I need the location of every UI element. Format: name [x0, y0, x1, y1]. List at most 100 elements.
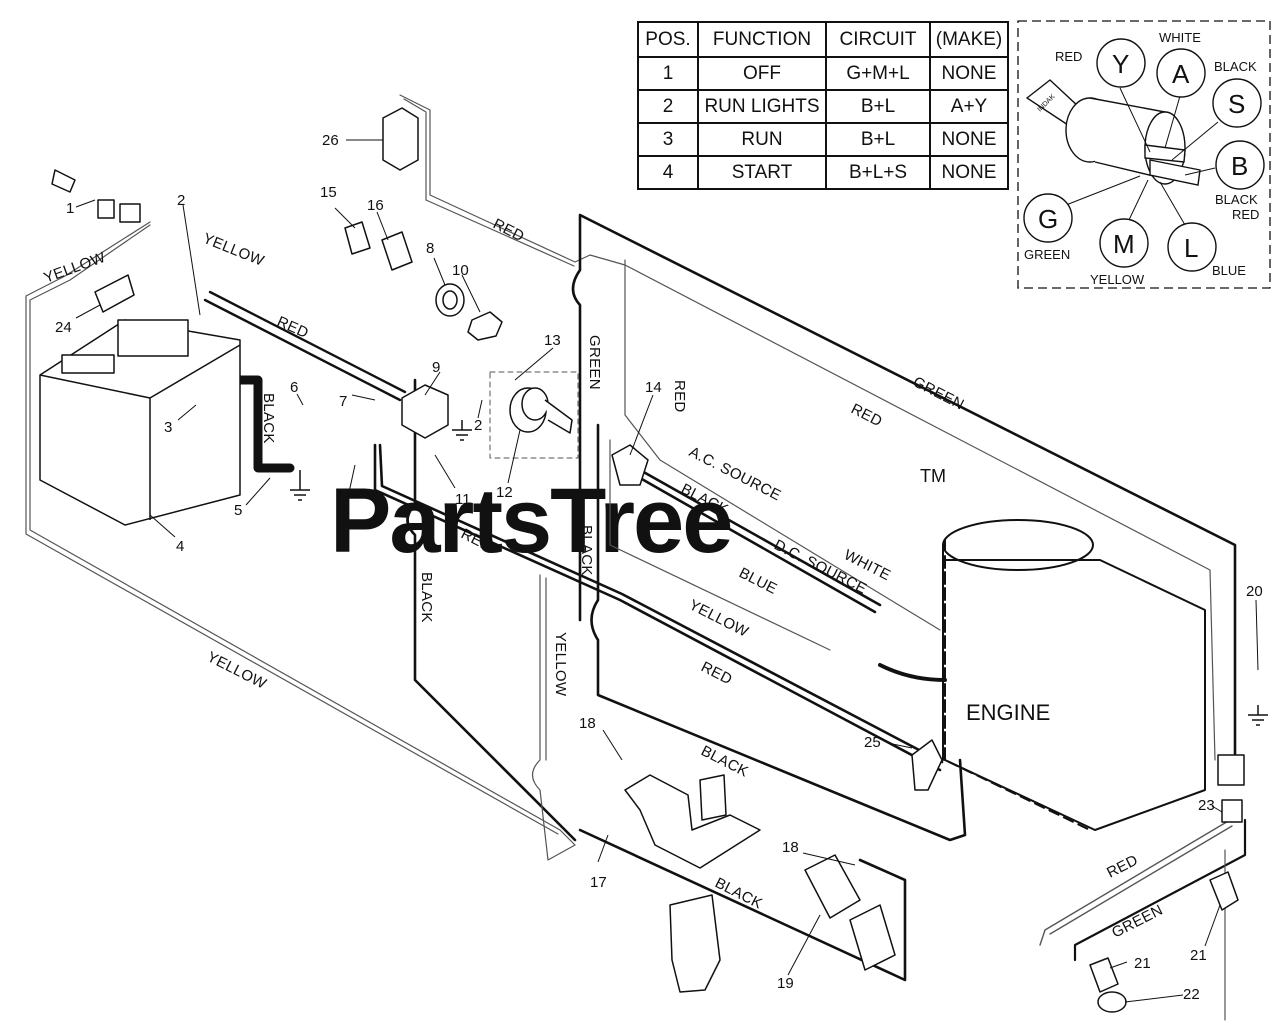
callout-14: 14: [645, 379, 662, 396]
wire-black-center: [590, 423, 967, 842]
label-yellow-5: YELLOW: [204, 648, 270, 693]
terminal-color-L: BLUE: [1212, 263, 1246, 278]
wire-black-left: [406, 378, 577, 842]
table-header-row: POS. FUNCTION CIRCUIT (MAKE): [637, 21, 1009, 58]
wire-white: [624, 259, 941, 631]
wire-red-engine: [373, 443, 942, 772]
switch-function-table: POS. FUNCTION CIRCUIT (MAKE) 1 OFF G+M+L…: [637, 21, 1009, 190]
cell-circuit: B+L: [825, 89, 931, 124]
terminal-21-left: [1089, 957, 1119, 993]
cell-function: RUN LIGHTS: [697, 89, 827, 124]
part-25: [911, 739, 943, 791]
wire-yellow-outer: [29, 224, 576, 846]
engine-label: ENGINE: [966, 700, 1050, 725]
terminal-color-B1: BLACK: [1215, 192, 1258, 207]
table-row: 1 OFF G+M+L NONE: [637, 56, 1009, 91]
wire-ac-source: [638, 468, 882, 607]
callout-19: 19: [777, 975, 794, 992]
callout-18b: 18: [782, 839, 799, 856]
callout-leaders: [75, 139, 1259, 1003]
terminal-B: B: [1231, 151, 1248, 181]
cell-pos: 3: [637, 122, 699, 157]
callout-6: 6: [290, 379, 298, 396]
terminal-color-M: YELLOW: [1090, 272, 1145, 287]
cell-function: RUN: [697, 122, 827, 157]
callout-15: 15: [320, 184, 337, 201]
wire-red-battery: [203, 298, 402, 402]
callout-12: 12: [496, 484, 513, 501]
label-yellow-4: YELLOW: [552, 632, 569, 697]
table-row: 4 START B+L+S NONE: [637, 155, 1009, 190]
trademark: TM: [920, 466, 946, 486]
wire-black-bottom: [578, 828, 907, 982]
callout-18a: 18: [579, 715, 596, 732]
header-circuit: CIRCUIT: [825, 21, 931, 58]
callout-10: 10: [452, 262, 469, 279]
bracket-bottom: [669, 894, 721, 993]
label-green-1: GREEN: [586, 335, 603, 390]
terminal-color-G: GREEN: [1024, 247, 1070, 262]
wire-black-battery: [227, 375, 295, 473]
part-24: [94, 274, 135, 313]
table-row: 2 RUN LIGHTS B+L A+Y: [637, 89, 1009, 124]
part-14: [611, 444, 649, 486]
terminal-S: S: [1228, 89, 1245, 119]
ignition-key-inset: INDAK Y A S B L M G RED WHITE B: [1017, 20, 1271, 289]
callout-20: 20: [1246, 583, 1263, 600]
callout-9: 9: [432, 359, 440, 376]
cell-pos: 1: [637, 56, 699, 91]
callout-17: 17: [590, 874, 607, 891]
solenoid-9: [401, 384, 449, 439]
cell-make: NONE: [929, 155, 1009, 190]
engine-top: [942, 519, 1094, 571]
wire-blue: [609, 439, 831, 651]
label-red-top: RED: [490, 215, 527, 245]
callout-21b: 21: [1190, 947, 1207, 964]
terminal-M: M: [1113, 229, 1135, 259]
callout-8: 8: [426, 240, 434, 257]
connector-22: [1097, 991, 1127, 1013]
callout-23: 23: [1198, 797, 1215, 814]
label-green-2: GREEN: [910, 373, 967, 413]
terminal-color-B2: RED: [1232, 207, 1259, 222]
callout-2a: 2: [177, 192, 185, 209]
callout-16: 16: [367, 197, 384, 214]
dashed-box: [489, 371, 579, 459]
callout-26: 26: [322, 132, 339, 149]
label-yellow-1: YELLOW: [42, 249, 109, 287]
wire-green-right: [1073, 818, 1247, 962]
engine-body: [944, 559, 1206, 831]
callout-11: 11: [455, 491, 471, 508]
callout-2b: 2: [474, 417, 482, 434]
cell-circuit: B+L+S: [825, 155, 931, 190]
part-26: [382, 107, 419, 171]
callout-numbers: 1 2 3 4 5 6 7 8 9 10 11 2 12 13 14 15 16…: [55, 132, 1263, 1003]
watermark: PartsTree: [330, 470, 731, 572]
label-black-center: BLACK: [578, 525, 595, 576]
terminal-Y: Y: [1112, 49, 1129, 79]
wire-labels: YELLOW YELLOW RED BLACK RED GREEN RED GR…: [42, 215, 1166, 941]
connector-1: [51, 169, 76, 193]
label-blue: BLUE: [736, 564, 780, 597]
header-pos: POS.: [637, 21, 699, 58]
cell-make: NONE: [929, 56, 1009, 91]
ground-symbols: [290, 420, 1268, 726]
terminal-G: G: [1038, 204, 1058, 234]
label-green-3: GREEN: [1109, 902, 1166, 942]
terminal-color-Y: RED: [1055, 49, 1082, 64]
wire-yellow-inner: [531, 574, 576, 861]
battery-part: [39, 319, 241, 526]
wires: [25, 94, 1247, 1021]
terminal-color-S: BLACK: [1214, 59, 1257, 74]
nut-10: [467, 311, 503, 341]
callout-2c: 2: [341, 507, 349, 524]
callout-24: 24: [55, 319, 72, 336]
terminal-A: A: [1172, 59, 1190, 89]
terminal-21-right: [1209, 871, 1239, 911]
callout-3: 3: [164, 419, 172, 436]
callout-1: 1: [66, 200, 74, 217]
key-switch-part: [509, 387, 573, 434]
terminal-color-A: WHITE: [1159, 30, 1201, 45]
part-17: [624, 774, 761, 869]
